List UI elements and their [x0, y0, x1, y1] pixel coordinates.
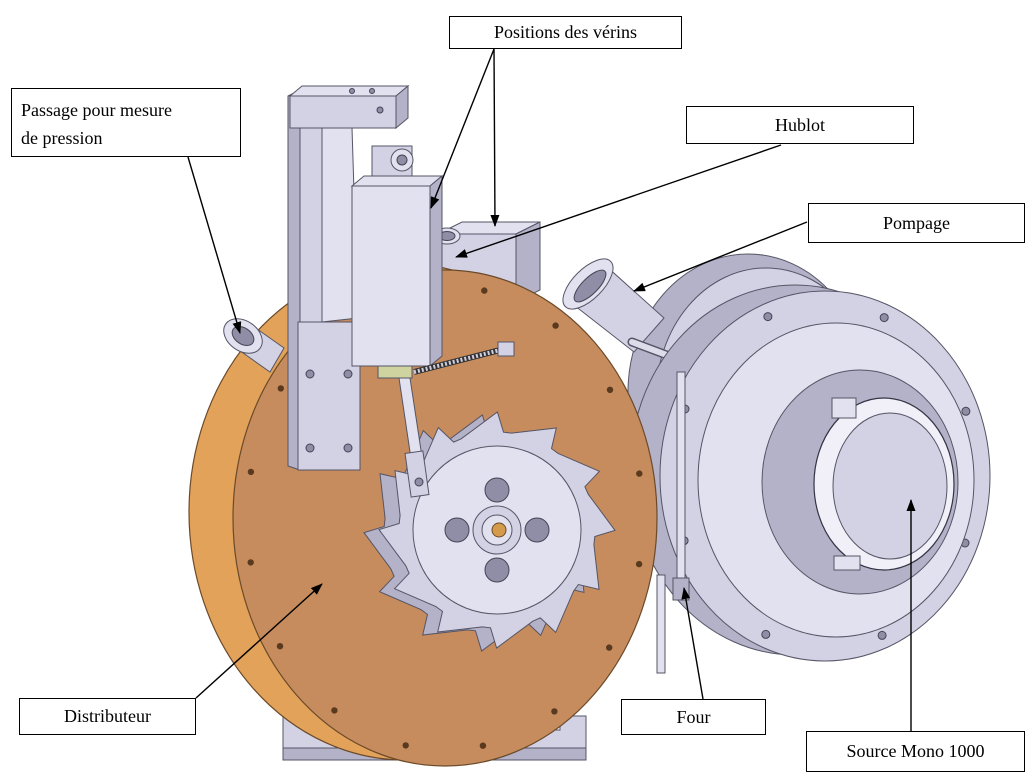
distributeur-bolt: [247, 559, 254, 566]
distributeur-bolt: [606, 644, 613, 651]
four-block: [672, 577, 690, 601]
label-hublot-text: Hublot: [774, 114, 825, 135]
arrow-positions-verins-2: [490, 48, 500, 227]
arrow-passage-pression: [187, 156, 242, 334]
label-source-mono: Source Mono 1000: [806, 731, 1025, 772]
verin-rod: [398, 377, 430, 498]
wheel-axle: [491, 522, 507, 538]
callout-arrows: [187, 48, 916, 731]
arrow-distributeur: [195, 583, 323, 699]
bracket-bolt: [305, 369, 315, 379]
bracket-bolt: [343, 369, 353, 379]
label-passage-pression: Passage pour mesure de pression: [11, 88, 241, 157]
distributeur-bolt: [481, 287, 488, 294]
source-bolt: [879, 313, 889, 323]
threaded-rod: [413, 341, 515, 375]
distributeur-bolt: [635, 560, 643, 568]
verin-top: [350, 175, 444, 187]
distributeur-bolt: [552, 322, 559, 329]
bracket-cap-hole: [349, 88, 355, 94]
source-bolt: [877, 630, 887, 640]
label-hublot: Hublot: [686, 106, 914, 144]
source-flange-bolts: [679, 312, 971, 640]
verin-rod-link: [404, 450, 430, 498]
threaded-rod-nut: [497, 341, 515, 357]
distributeur-bolt: [402, 742, 409, 749]
wheel-hole-right: [524, 517, 550, 543]
bracket-bolt: [305, 443, 315, 453]
bracket-bolt: [343, 443, 353, 453]
wheel-hole-left: [444, 517, 470, 543]
source-bottom-tab: [833, 555, 861, 571]
wheel-hole-top: [484, 477, 510, 503]
arrow-hublot: [455, 144, 782, 258]
four-rod-upper: [676, 371, 686, 593]
verin: [350, 145, 444, 379]
bracket-cap-hole: [369, 88, 375, 94]
bracket-cap-side: [395, 84, 409, 130]
distributeur-bolt: [606, 386, 614, 393]
verin-pivot-hole: [396, 154, 408, 166]
source-bore-interior: [832, 412, 948, 560]
distributeur-bolt: [247, 468, 255, 476]
label-passage-pression-line1: Passage pour mesure: [21, 100, 172, 120]
source-top-tab: [831, 397, 857, 419]
four: [656, 371, 690, 674]
label-four-text: Four: [676, 706, 711, 727]
distributeur-bolt: [636, 470, 643, 477]
distribution-wheel: [363, 411, 616, 652]
arrow-pompage: [633, 221, 808, 292]
label-distributeur-text: Distributeur: [64, 706, 151, 726]
label-source-mono-text: Source Mono 1000: [846, 741, 985, 761]
source-mono-1000: [629, 284, 991, 662]
pompage-tube: [562, 258, 665, 353]
verin-body: [351, 185, 431, 367]
label-distributeur: Distributeur: [19, 698, 196, 735]
source-bolt: [763, 312, 773, 322]
source-bolt: [961, 406, 971, 416]
verin-rod-pin: [414, 477, 424, 487]
distributeur-bolts: [247, 287, 643, 749]
bracket-column: [299, 95, 323, 329]
bracket-cap-front: [289, 95, 397, 129]
four-rod-lower: [656, 574, 666, 674]
verin-collar: [377, 365, 413, 379]
pompage-tube-opening: [573, 269, 607, 303]
distributeur-bolt: [331, 707, 338, 714]
bracket-cap-hole: [376, 106, 384, 114]
label-pompage-text: Pompage: [883, 212, 950, 233]
distributeur-bolt: [276, 643, 284, 650]
label-positions-verins-text: Positions des vérins: [493, 22, 637, 42]
arrow-four: [681, 587, 704, 700]
arrow-positions-verins-1: [430, 48, 495, 209]
label-positions-verins: Positions des vérins: [449, 16, 682, 49]
source-bolt: [761, 629, 771, 639]
distributeur-bolt: [479, 742, 487, 749]
wheel-hole-bottom: [484, 557, 510, 583]
label-four: Four: [621, 699, 766, 735]
label-pompage: Pompage: [808, 203, 1025, 243]
label-passage-pression-line2: de pression: [21, 128, 103, 148]
distributeur-bolt: [551, 708, 558, 715]
threaded-rod-thread: [413, 348, 501, 374]
distributeur-bolt: [277, 385, 284, 392]
